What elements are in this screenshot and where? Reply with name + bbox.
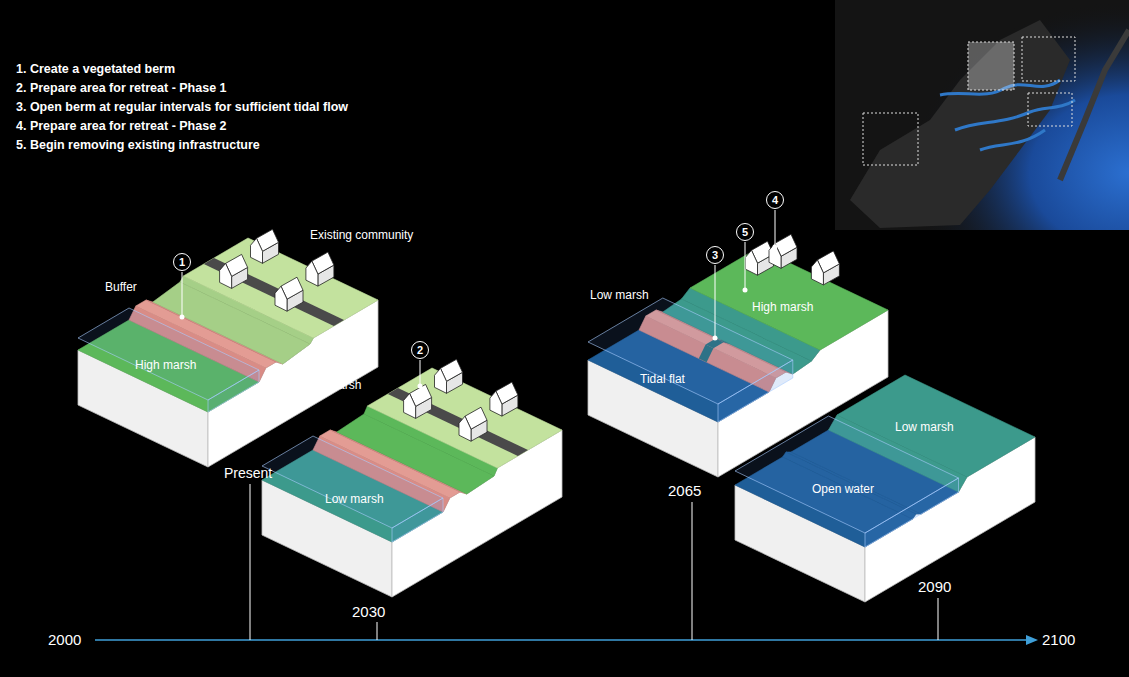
house-gable xyxy=(275,286,287,311)
leader-line xyxy=(745,242,746,288)
year-label: 2065 xyxy=(668,482,701,500)
axis-label: 2100 xyxy=(1042,631,1075,649)
map-frame xyxy=(1022,37,1075,81)
map-shore xyxy=(1060,30,1129,180)
callout-number: 3 xyxy=(706,246,724,264)
zone-label: High marsh xyxy=(135,358,196,372)
map-sea xyxy=(835,0,1129,230)
house-gable xyxy=(811,260,823,285)
timeline-tick xyxy=(377,622,378,640)
callout-text: 1 xyxy=(179,257,185,268)
step-note: 5. Begin removing existing infrastructur… xyxy=(16,138,260,153)
step-note: 4. Prepare area for retreat - Phase 2 xyxy=(16,119,227,134)
callout-number: 5 xyxy=(736,223,754,241)
house-gable xyxy=(404,393,416,418)
leader-dot xyxy=(773,245,778,250)
callout-number: 1 xyxy=(173,253,191,271)
house-gable xyxy=(251,238,263,263)
map-frame xyxy=(863,113,918,165)
callout-number: 4 xyxy=(766,191,784,209)
map-ground xyxy=(835,0,1129,230)
terrain-band xyxy=(183,238,378,338)
house-gable xyxy=(435,368,447,393)
water-surface xyxy=(78,308,259,400)
leader-dot xyxy=(180,315,185,320)
year-label: 2090 xyxy=(918,578,951,596)
leader-line xyxy=(420,360,421,384)
house-gable xyxy=(220,263,232,288)
axis-label: 2000 xyxy=(48,631,81,649)
map-land xyxy=(850,20,1070,228)
zone-label: Tidal flat xyxy=(640,372,685,386)
timeline-tick xyxy=(250,484,251,640)
callout-text: 5 xyxy=(742,227,748,238)
house-gable xyxy=(769,243,781,268)
zone-label: Low marsh xyxy=(895,420,954,434)
zone-label: Buffer xyxy=(105,280,137,294)
terrain-band xyxy=(367,368,562,468)
block-side xyxy=(262,480,392,597)
year-label: 2030 xyxy=(352,603,385,621)
leader-dot xyxy=(713,336,718,341)
zone-label: High marsh xyxy=(300,378,361,392)
leader-line xyxy=(715,265,716,336)
house-gable xyxy=(490,391,502,416)
callout-text: 2 xyxy=(417,345,423,356)
zone-label: Open water xyxy=(812,482,874,496)
callout-text: 4 xyxy=(772,195,778,206)
leader-line xyxy=(775,210,776,245)
timeline-tick xyxy=(692,502,693,640)
map-frame-active xyxy=(968,42,1014,90)
map-frame xyxy=(1028,93,1072,126)
house-gable xyxy=(459,416,471,441)
house-gable xyxy=(746,250,758,275)
house-gable xyxy=(306,261,318,286)
block-side xyxy=(78,350,208,467)
timeline xyxy=(95,639,1028,641)
timeline-tick xyxy=(938,598,939,640)
year-label: Present xyxy=(224,465,272,482)
timeline-arrow xyxy=(1026,635,1038,645)
water-surface xyxy=(735,416,959,533)
callout-number: 2 xyxy=(411,341,429,359)
step-note: 1. Create a vegetated berm xyxy=(16,62,175,77)
leader-line xyxy=(182,272,183,315)
leader-dot xyxy=(743,288,748,293)
leader-dot xyxy=(418,384,423,389)
water-surface xyxy=(262,436,443,528)
step-note: 3. Open berm at regular intervals for su… xyxy=(16,100,348,115)
zone-label: Low marsh xyxy=(590,288,649,302)
callout-text: 3 xyxy=(712,250,718,261)
zone-label: Low marsh xyxy=(325,492,384,506)
step-note: 2. Prepare area for retreat - Phase 1 xyxy=(16,81,227,96)
zone-label: High marsh xyxy=(752,300,813,314)
zone-label: Existing community xyxy=(310,228,413,242)
